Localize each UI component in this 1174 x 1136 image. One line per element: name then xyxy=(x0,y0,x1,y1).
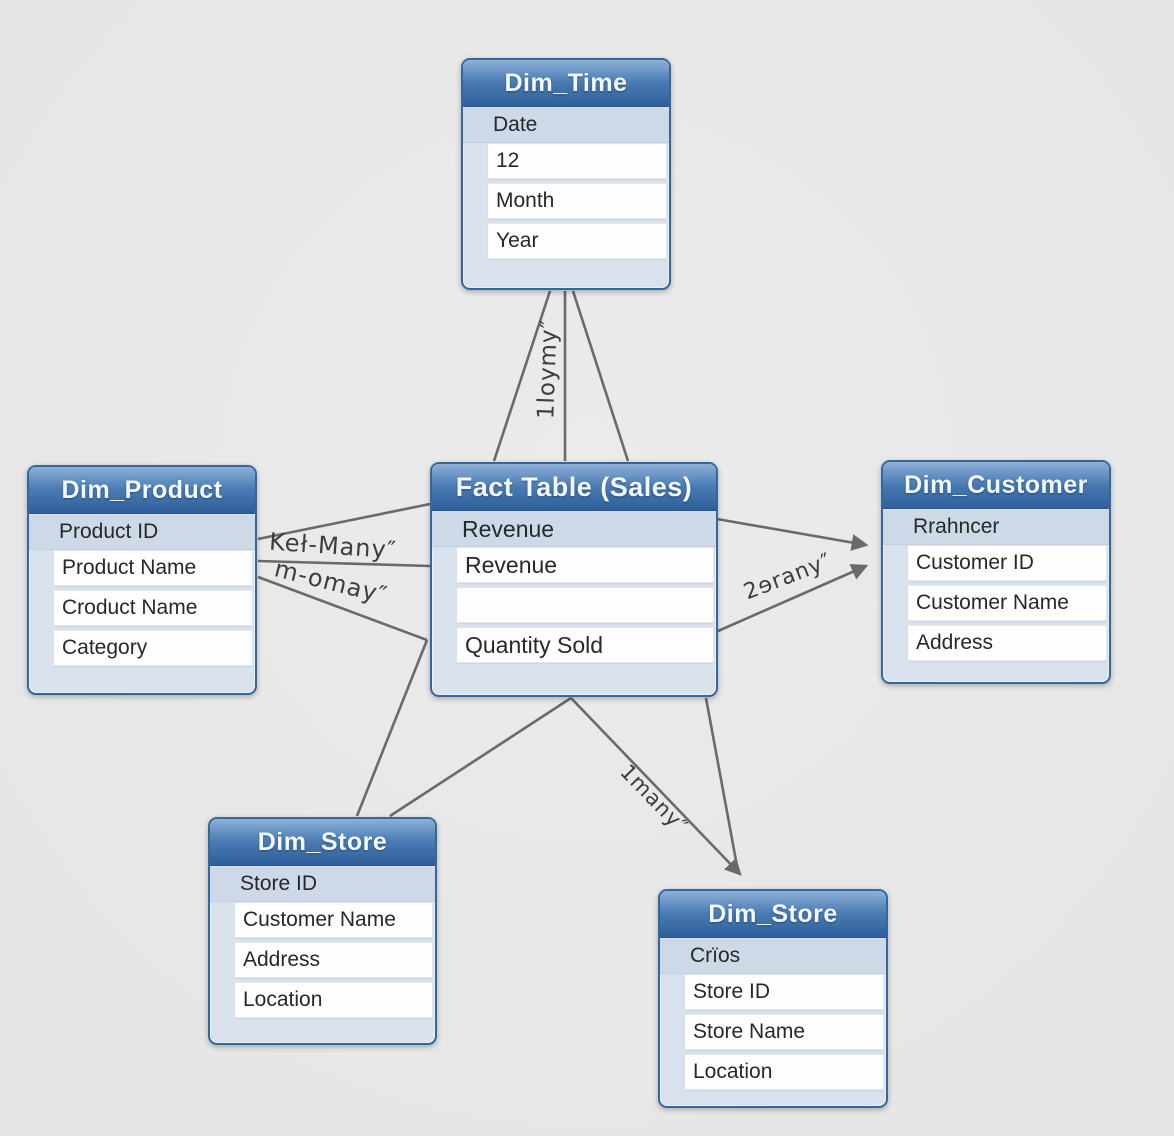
table-row: Customer ID xyxy=(908,545,1107,581)
edge-fact-storeright xyxy=(570,697,742,876)
table-row: 12 xyxy=(488,143,667,179)
table-dim-product-header: Dim_Product xyxy=(29,467,255,514)
table-title: Dim_Time xyxy=(504,68,628,97)
table-row: Product Name xyxy=(54,550,253,586)
table-title: Dim_Product xyxy=(61,475,223,504)
table-dim-customer-header: Dim_Customer xyxy=(883,462,1109,509)
table-dim-store-left: Dim_Store Store ID Customer Name Address… xyxy=(208,817,437,1045)
table-row: Year xyxy=(488,223,667,259)
edge-product-fact-3 xyxy=(257,575,428,642)
table-row: Location xyxy=(235,982,433,1018)
table-dim-store-right: Dim_Store Crïos Store ID Store Name Loca… xyxy=(658,889,888,1108)
table-fact-sales-body: Revenue Revenue Quantity Sold xyxy=(432,511,716,695)
table-row: Crïos xyxy=(660,939,886,974)
table-row: Quantity Sold xyxy=(457,627,714,663)
edge-product-fact-1 xyxy=(257,502,431,541)
edge-fact-customer-lower xyxy=(717,564,869,633)
table-row: Rrahncer xyxy=(883,510,1109,545)
table-dim-store-right-body: Crïos Store ID Store Name Location xyxy=(660,938,886,1106)
edge-factcorner-storeright xyxy=(704,697,739,867)
edge-product-fact-2 xyxy=(257,559,431,568)
table-row: Address xyxy=(235,942,433,978)
table-title: Dim_Store xyxy=(708,899,838,928)
edge-time-fact-left xyxy=(492,290,552,462)
table-row-empty xyxy=(457,587,714,623)
table-title: Dim_Customer xyxy=(904,470,1088,499)
table-row: Revenue xyxy=(432,512,716,547)
table-row: Store ID xyxy=(685,974,884,1010)
table-fact-sales-header: Fact Table (Sales) xyxy=(432,464,716,511)
table-title: Fact Table (Sales) xyxy=(455,471,693,502)
table-dim-product: Dim_Product Product ID Product Name Crod… xyxy=(27,465,257,695)
table-row: Product ID xyxy=(29,515,255,550)
table-row: Store Name xyxy=(685,1014,884,1050)
edge-fact-customer-upper xyxy=(716,517,869,551)
table-dim-customer-body: Rrahncer Customer ID Customer Name Addre… xyxy=(883,509,1109,682)
table-row: Address xyxy=(908,625,1107,661)
table-row: Croduct Name xyxy=(54,590,253,626)
table-dim-product-body: Product ID Product Name Croduct Name Cat… xyxy=(29,514,255,693)
table-dim-store-left-body: Store ID Customer Name Address Location xyxy=(210,866,435,1043)
table-row: Customer Name xyxy=(235,902,433,938)
edge-time-fact-right xyxy=(571,290,630,462)
table-title: Dim_Store xyxy=(257,827,388,856)
table-dim-store-right-header: Dim_Store xyxy=(660,891,886,938)
table-row: Store ID xyxy=(210,867,435,902)
table-row: Customer Name xyxy=(908,585,1107,621)
table-dim-time-body: Date 12 Month Year xyxy=(463,107,669,288)
table-row: Revenue xyxy=(457,547,714,583)
table-row: Date xyxy=(463,108,669,143)
table-dim-customer: Dim_Customer Rrahncer Customer ID Custom… xyxy=(881,460,1111,684)
edge-label-time-fact: 1loymy″ xyxy=(533,318,563,420)
table-row: Month xyxy=(488,183,667,219)
table-dim-time: Dim_Time Date 12 Month Year xyxy=(461,58,671,290)
table-row: Category xyxy=(54,630,253,666)
edge-product-storeleft xyxy=(355,639,429,817)
table-row: Location xyxy=(685,1054,884,1090)
table-fact-sales: Fact Table (Sales) Revenue Revenue Quant… xyxy=(430,462,718,697)
table-dim-time-header: Dim_Time xyxy=(463,60,669,107)
table-dim-store-left-header: Dim_Store xyxy=(210,819,435,866)
edge-fact-storeleft xyxy=(389,696,572,818)
